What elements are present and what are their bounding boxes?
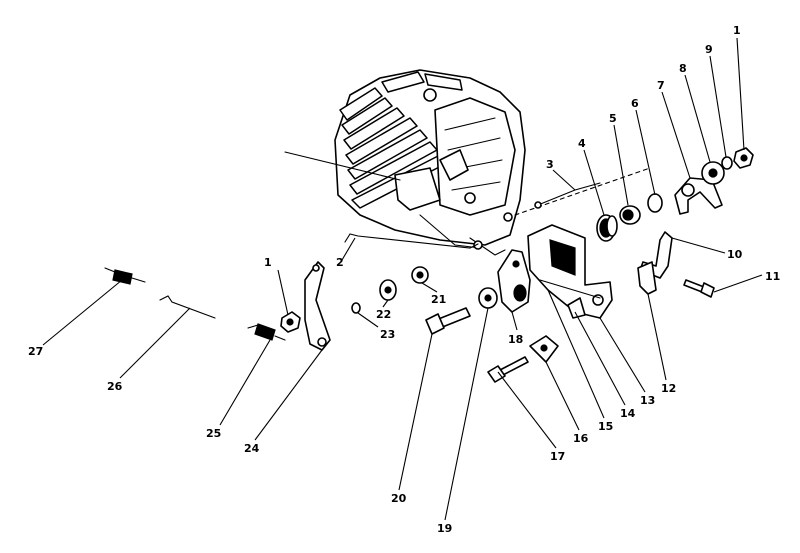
callout-18: 18 [508,333,523,346]
washer [647,193,663,213]
cable-clamp [529,335,559,363]
link-rod-26 [159,295,216,319]
callout-3: 3 [546,158,554,171]
bushing-small [411,266,429,284]
callout-27: 27 [28,345,43,358]
governor-spring [596,214,618,242]
callout-14: 14 [620,407,636,420]
callout-15: 15 [598,420,613,433]
washer-large [478,287,498,309]
callout-17: 17 [550,450,565,463]
nut-top [733,147,754,169]
callout-4: 4 [578,137,586,150]
callout-22: 22 [376,308,391,321]
callout-24: 24 [244,442,260,455]
callout-1-left: 1 [264,256,272,269]
spring-27 [104,267,146,285]
callout-8: 8 [679,62,687,75]
governor-arm [497,249,531,313]
callout-2: 2 [336,256,344,269]
callout-13: 13 [640,394,655,407]
small-washer [721,156,733,170]
callout-11: 11 [765,270,780,283]
washer-mid [379,279,397,301]
callout-16: 16 [573,432,589,445]
engine-block [284,69,651,256]
bolt-center [425,307,471,335]
bushing [619,205,641,225]
callout-labels: 1 1 2 3 4 5 6 7 8 9 10 11 12 13 14 15 16… [28,24,780,535]
control-lever [674,177,723,215]
throttle-link-rod [344,233,479,249]
callout-21: 21 [431,293,446,306]
callout-5: 5 [609,112,617,125]
clip [637,261,657,295]
callout-12: 12 [661,382,676,395]
callout-1-top: 1 [733,24,741,37]
friction-washer [701,161,725,185]
callout-25: 25 [206,427,221,440]
spring-25 [247,323,286,341]
control-bracket [527,224,613,319]
callout-6: 6 [631,97,639,110]
leader-lines [42,37,763,521]
nut-left [280,311,301,333]
callout-10: 10 [727,248,743,261]
washer-tiny [351,302,361,314]
callout-9: 9 [705,43,713,56]
throttle-lever [304,261,331,351]
screw-lower [487,356,529,383]
callout-20: 20 [391,492,407,505]
callout-19: 19 [437,522,452,535]
bolt-right [683,279,715,298]
callout-23: 23 [380,328,395,341]
callout-7: 7 [657,79,665,92]
callout-26: 26 [107,380,123,393]
